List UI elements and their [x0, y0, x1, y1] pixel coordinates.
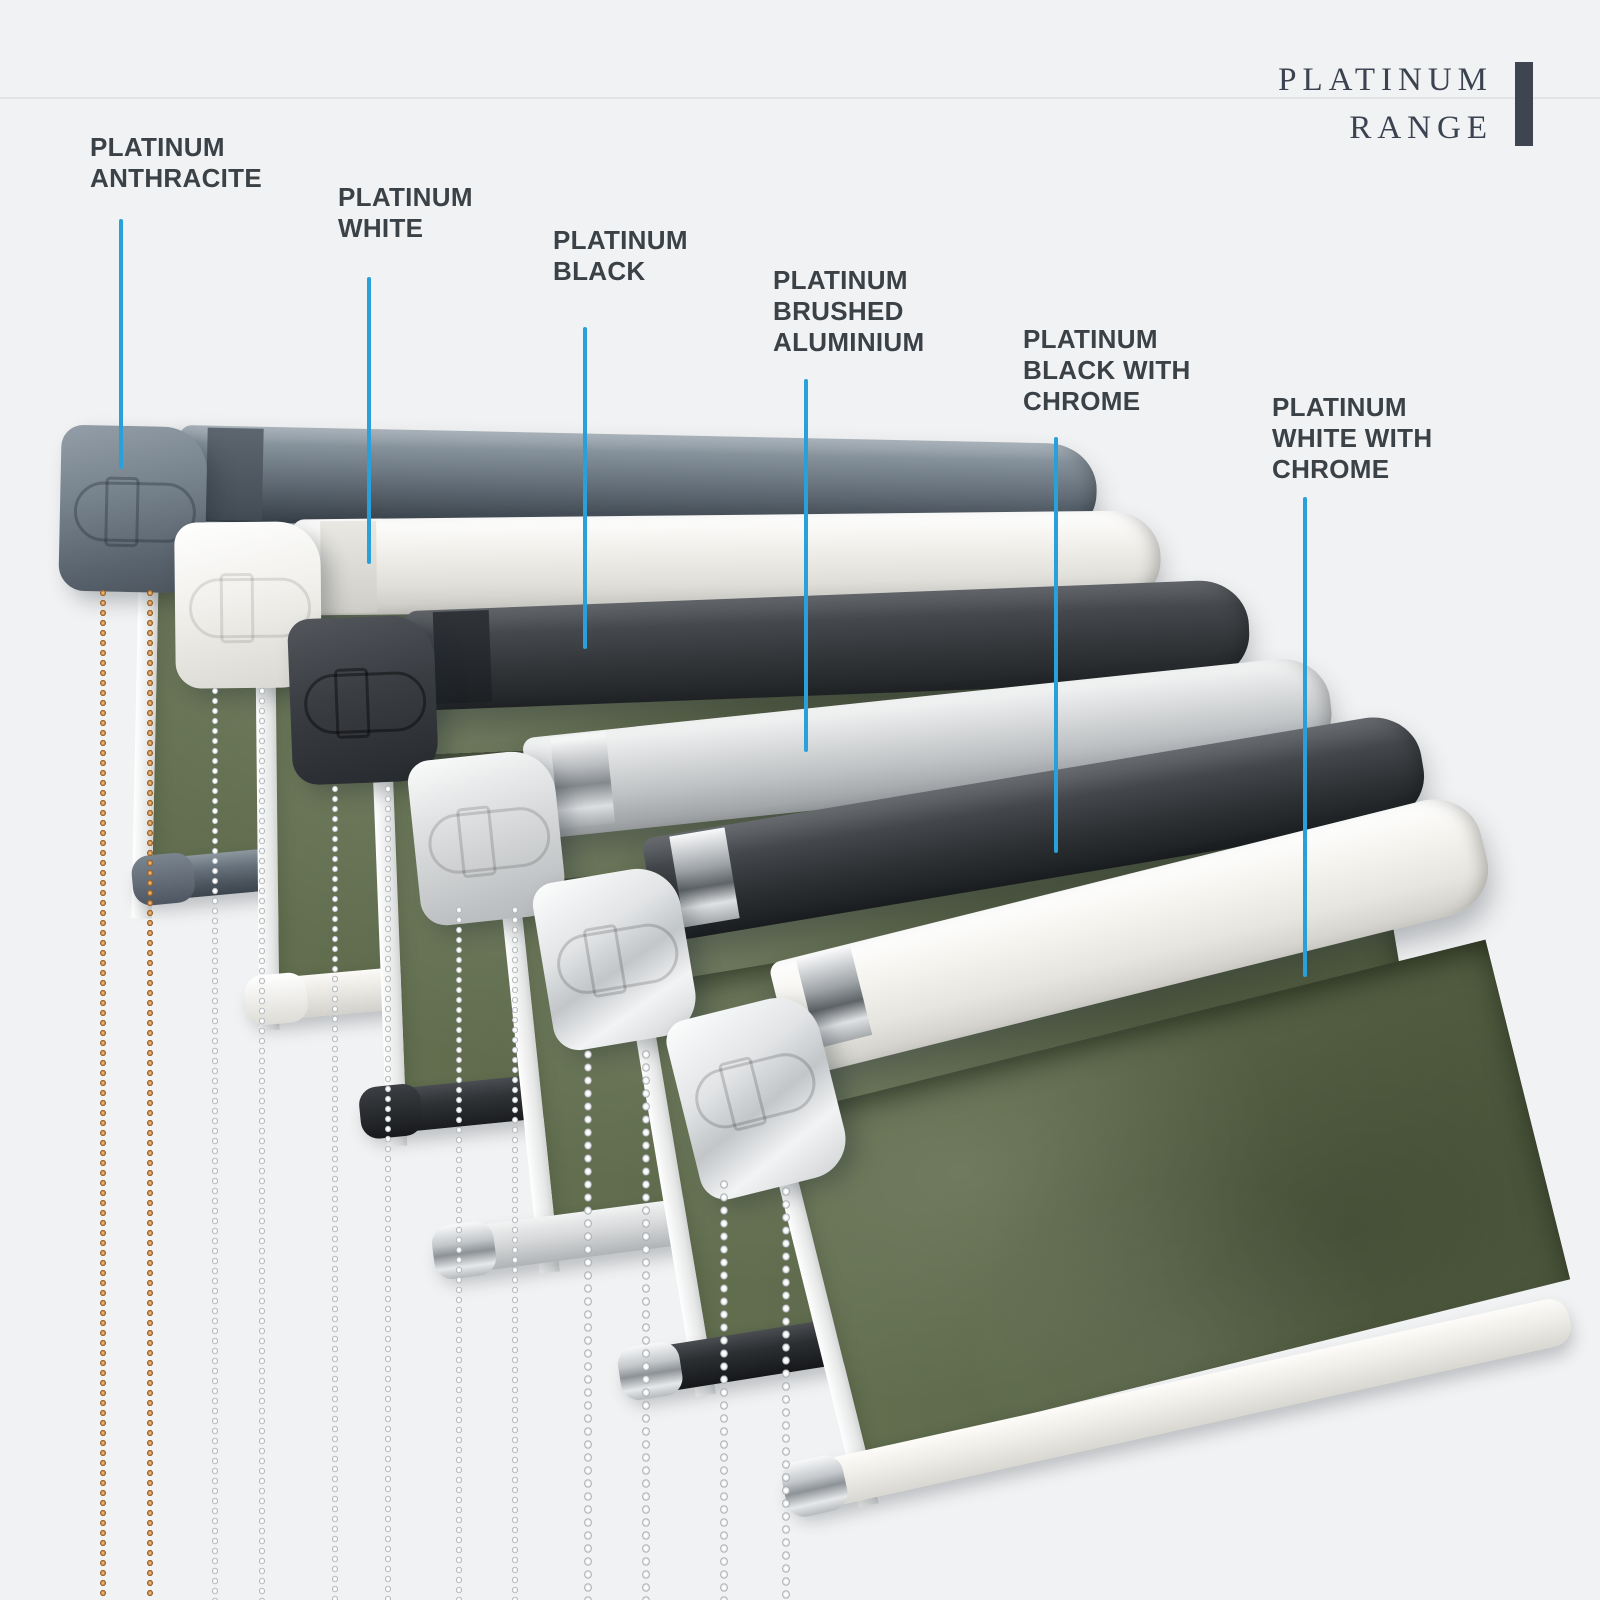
bottom-bar-end-cap — [429, 1219, 499, 1282]
end-cap-slot-button — [333, 667, 371, 739]
label-line: PLATINUM — [553, 225, 688, 255]
label-line: CHROME — [1023, 386, 1141, 416]
bead-chain-white-with-chrome[interactable] — [719, 1178, 729, 1600]
callout-line-brushed-aluminium — [804, 379, 808, 752]
bead-chain-brushed-aluminium[interactable] — [455, 905, 463, 1600]
end-cap-slot-button — [219, 572, 255, 644]
callout-line-black-with-chrome — [1054, 437, 1058, 853]
callout-label-black-with-chrome: PLATINUM BLACK WITH CHROME — [1023, 324, 1191, 417]
bead-chain-black-with-chrome[interactable] — [583, 1048, 593, 1600]
bead-chain-brushed-aluminium[interactable] — [511, 905, 519, 1600]
end-cap-slot — [303, 667, 428, 739]
bead-chain-black[interactable] — [384, 784, 392, 1600]
cassette-band — [432, 609, 493, 705]
bead-chain-anthracite[interactable] — [146, 588, 154, 1600]
label-line: ANTHRACITE — [90, 163, 262, 193]
bead-chain-white-with-chrome[interactable] — [781, 1185, 791, 1600]
end-cap-slot — [552, 919, 683, 999]
cassette-band — [205, 427, 264, 521]
callout-line-black — [583, 327, 587, 649]
label-line: WHITE WITH — [1272, 423, 1433, 453]
label-line: PLATINUM — [1023, 324, 1158, 354]
label-line: BRUSHED — [773, 296, 904, 326]
bead-chain-white[interactable] — [258, 686, 266, 1600]
label-line: WHITE — [338, 213, 424, 243]
end-cap-slot-button — [455, 805, 497, 879]
label-line: PLATINUM — [90, 132, 225, 162]
label-line: BLACK WITH — [1023, 355, 1191, 385]
callout-line-anthracite — [119, 219, 123, 469]
brand-title-line1: PLATINUM — [1278, 62, 1493, 98]
brand-title: PLATINUM RANGE — [1278, 56, 1493, 152]
brand-logo: PLATINUM RANGE — [1278, 62, 1533, 152]
divider-line — [0, 97, 1600, 99]
cassette-chrome-band — [549, 731, 616, 830]
callout-label-white-with-chrome: PLATINUM WHITE WITH CHROME — [1272, 392, 1432, 485]
brand-logo-bar — [1515, 62, 1533, 146]
bottom-bar-end-cap — [130, 851, 197, 907]
end-cap-slot-button — [717, 1055, 768, 1132]
bottom-bar-end-cap — [243, 971, 310, 1027]
label-line: ALUMINIUM — [773, 327, 925, 357]
callout-line-white-with-chrome — [1303, 497, 1307, 977]
label-line: PLATINUM — [1272, 392, 1407, 422]
callout-line-white — [367, 277, 371, 564]
label-line: CHROME — [1272, 454, 1390, 484]
end-cap-slot — [688, 1046, 822, 1135]
bead-chain-anthracite[interactable] — [99, 588, 107, 1600]
callout-label-white: PLATINUM WHITE — [338, 182, 473, 244]
callout-label-black: PLATINUM BLACK — [553, 225, 688, 287]
end-cap-slot-button — [582, 923, 628, 999]
bead-chain-black[interactable] — [331, 784, 339, 1600]
label-line: PLATINUM — [338, 182, 473, 212]
callout-label-brushed-aluminium: PLATINUM BRUSHED ALUMINIUM — [773, 265, 924, 358]
callout-label-anthracite: PLATINUM ANTHRACITE — [90, 132, 262, 194]
bead-chain-white[interactable] — [211, 686, 219, 1600]
label-line: BLACK — [553, 256, 646, 286]
brand-title-line2: RANGE — [1349, 110, 1493, 146]
end-cap-slot-button — [104, 476, 140, 548]
label-line: PLATINUM — [773, 265, 908, 295]
bead-chain-black-with-chrome[interactable] — [641, 1048, 651, 1600]
